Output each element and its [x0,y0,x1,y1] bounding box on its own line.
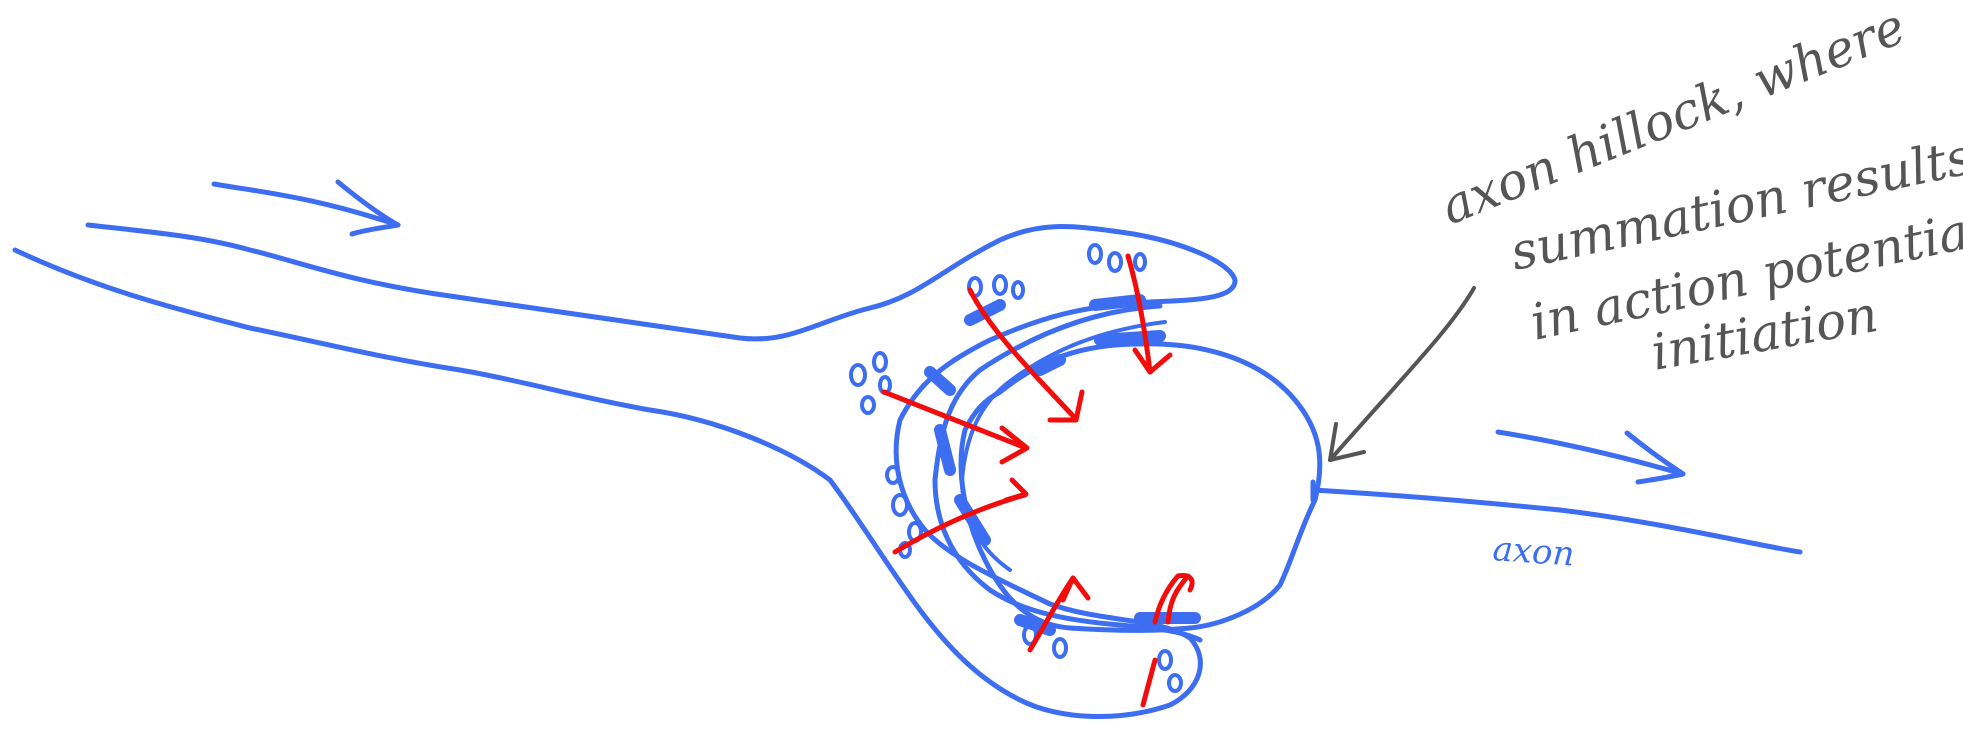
hillock-pointer-arrow [1330,288,1474,460]
axon-label: axon [1491,529,1575,575]
input-direction-arrow [214,182,398,234]
output-direction-arrow [1498,432,1683,482]
hillock-annotation: axon hillock, where summation results in… [1433,0,1963,382]
presynaptic-axon [15,225,1235,716]
